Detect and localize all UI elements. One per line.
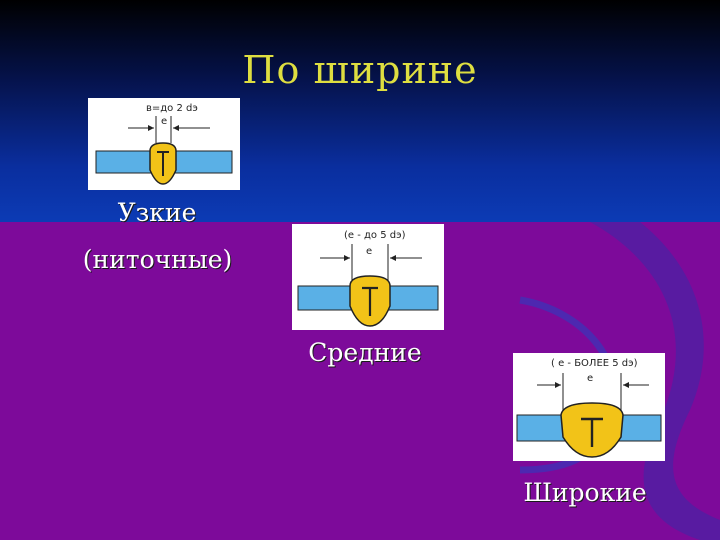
medium-dim-label: е bbox=[366, 246, 372, 257]
narrow-dim-label: е bbox=[161, 116, 167, 127]
medium-caption: Средние bbox=[308, 338, 422, 367]
slide-title: По ширине bbox=[242, 48, 478, 92]
narrow-formula: в=до 2 dэ bbox=[146, 103, 198, 114]
wide-weld-image: ( е - БОЛЕЕ 5 dэ) е bbox=[513, 353, 665, 461]
medium-formula: (е - до 5 dэ) bbox=[344, 230, 406, 241]
narrow-caption-line1: Узкие bbox=[117, 198, 197, 227]
narrow-weld-image: в=до 2 dэ е bbox=[88, 98, 240, 190]
wide-caption: Широкие bbox=[523, 478, 647, 507]
medium-weld-image: (е - до 5 dэ) е bbox=[292, 224, 444, 330]
wide-formula: ( е - БОЛЕЕ 5 dэ) bbox=[551, 358, 638, 369]
narrow-caption-line2: (ниточные) bbox=[82, 245, 233, 274]
wide-dim-label: е bbox=[587, 373, 593, 384]
